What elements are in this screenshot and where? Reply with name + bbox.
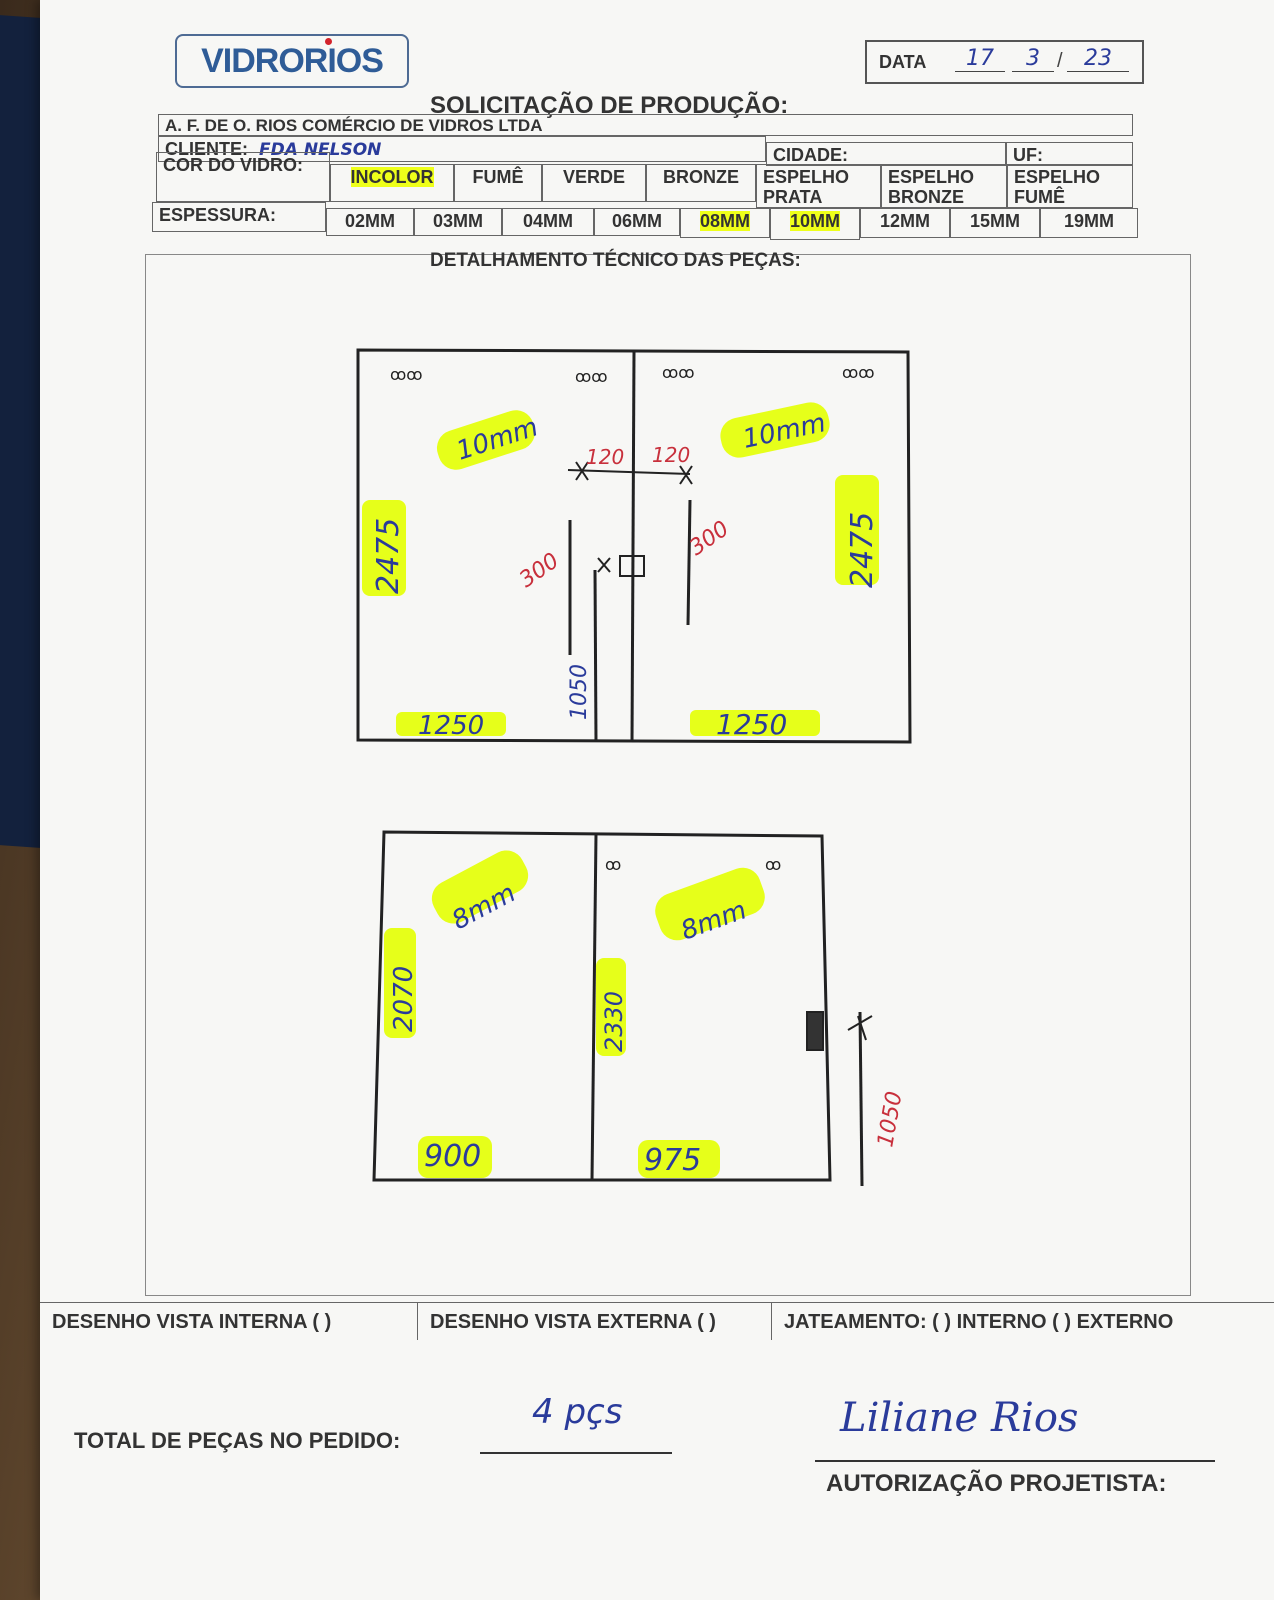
hinge-symbol: ꝏ xyxy=(605,855,621,874)
total-pieces-line xyxy=(480,1452,672,1454)
color-option-espelho-prata[interactable]: ESPELHO PRATA xyxy=(756,164,881,208)
thickness-option-08mm[interactable]: 08MM xyxy=(680,208,770,238)
top-right-thickness: 10mm xyxy=(740,408,828,455)
lock-box xyxy=(619,555,645,577)
option-text: INCOLOR xyxy=(350,167,434,187)
brand-logo: VIDRORIOS xyxy=(175,34,409,88)
thickness-option-02mm[interactable]: 02MM xyxy=(326,208,414,236)
technical-sketch: ꝏꝏ ꝏꝏ ꝏꝏ ꝏꝏ ꝏ ꝏ 10mm 10mm 2475 2475 1250… xyxy=(356,348,912,1187)
details-title: DETALHAMENTO TÉCNICO DAS PEÇAS: xyxy=(430,250,801,271)
top-right-width: 1250 xyxy=(716,708,787,741)
lock-dim-ticks xyxy=(847,1015,873,1041)
color-option-fume[interactable]: FUMÊ xyxy=(454,164,542,202)
client-value[interactable]: FDA NELSON xyxy=(259,140,382,160)
top-left-thickness: 10mm xyxy=(453,412,542,466)
hinge-symbol: ꝏꝏ xyxy=(390,365,423,384)
date-month[interactable]: 3 xyxy=(1012,46,1054,72)
hinge-symbol: ꝏꝏ xyxy=(842,363,875,382)
option-text: 08MM xyxy=(699,211,750,231)
date-day[interactable]: 17 xyxy=(955,46,1005,72)
sandblast-option[interactable]: JATEAMENTO: ( ) INTERNO ( ) EXTERNO xyxy=(772,1302,1274,1340)
color-option-espelho-bronze[interactable]: ESPELHO BRONZE xyxy=(881,164,1007,208)
top-right-height: 2475 xyxy=(845,512,880,588)
external-view-option[interactable]: DESENHO VISTA EXTERNA ( ) xyxy=(418,1302,772,1340)
highlight-mark xyxy=(638,1140,720,1178)
lock-box xyxy=(806,1011,824,1051)
city-field[interactable]: CIDADE: xyxy=(766,142,1006,166)
date-year[interactable]: 23 xyxy=(1067,46,1129,72)
authorization-label: AUTORIZAÇÃO PROJETISTA: xyxy=(826,1470,1167,1497)
color-label: COR DO VIDRO: xyxy=(156,152,330,202)
highlight-mark xyxy=(396,712,506,736)
highlight-mark xyxy=(384,928,416,1038)
color-option-bronze[interactable]: BRONZE xyxy=(646,164,756,202)
highlight-mark xyxy=(835,475,879,585)
top-right-handle-height: 300 xyxy=(685,516,734,561)
technical-details-area xyxy=(145,254,1191,1296)
bottom-right-width: 975 xyxy=(644,1143,701,1178)
top-left-handle-height: 300 xyxy=(515,548,564,593)
highlight-mark xyxy=(362,500,406,596)
signature-line xyxy=(815,1460,1215,1462)
thickness-option-03mm[interactable]: 03MM xyxy=(414,208,502,236)
bottom-left-height: 2070 xyxy=(389,966,419,1032)
order-form-sheet: VIDRORIOS DATA 17 3 / 23 SOLICITAÇÃO DE … xyxy=(40,0,1274,1600)
bottom-left-thickness: 8mm xyxy=(447,878,520,936)
color-option-espelho-fume[interactable]: ESPELHO FUMÊ xyxy=(1007,164,1133,208)
company-name: A. F. DE O. RIOS COMÉRCIO DE VIDROS LTDA xyxy=(158,114,1133,136)
highlight-mark xyxy=(596,958,626,1056)
top-handle-from-floor: 1050 xyxy=(567,664,592,720)
thickness-option-15mm[interactable]: 15MM xyxy=(950,208,1040,238)
client-row: CLIENTE: FDA NELSON xyxy=(158,136,766,162)
date-slash: / xyxy=(1057,50,1063,72)
top-left-height: 2475 xyxy=(371,518,406,594)
bottom-left-width: 900 xyxy=(424,1139,481,1174)
top-frame xyxy=(356,348,912,744)
thickness-option-06mm[interactable]: 06MM xyxy=(594,208,680,236)
dim-ticks xyxy=(575,461,693,573)
uf-label: UF: xyxy=(1013,145,1043,165)
city-label: CIDADE: xyxy=(773,145,848,165)
door-leaf-line xyxy=(593,569,598,743)
bottom-frame xyxy=(372,830,832,1182)
total-pieces-label: TOTAL DE PEÇAS NO PEDIDO: xyxy=(74,1428,401,1453)
bottom-right-thickness: 8mm xyxy=(677,895,750,946)
bottom-right-height: 2330 xyxy=(600,991,628,1052)
lock-dim-line xyxy=(858,1011,864,1187)
logo-dot-icon xyxy=(325,38,332,45)
date-box: DATA 17 3 / 23 xyxy=(865,40,1144,84)
internal-view-option[interactable]: DESENHO VISTA INTERNA ( ) xyxy=(40,1302,418,1340)
brand-name: VIDRORIOS xyxy=(201,42,384,80)
thickness-option-04mm[interactable]: 04MM xyxy=(502,208,594,236)
bottom-lock-height: 1050 xyxy=(873,1090,907,1149)
option-text: 10MM xyxy=(789,211,840,231)
thickness-label: ESPESSURA: xyxy=(152,202,326,232)
top-divider xyxy=(630,351,636,743)
date-label: DATA xyxy=(879,52,927,72)
highlight-mark xyxy=(418,1136,492,1178)
dim-line xyxy=(567,469,691,475)
highlight-mark xyxy=(690,710,820,736)
total-pieces-value[interactable]: 4 pçs xyxy=(532,1392,623,1432)
top-left-offset: 120 xyxy=(586,445,624,469)
thickness-option-19mm[interactable]: 19MM xyxy=(1040,208,1138,238)
thickness-option-12mm[interactable]: 12MM xyxy=(860,208,950,238)
hinge-symbol: ꝏ xyxy=(765,855,781,874)
top-left-width: 1250 xyxy=(418,711,484,741)
uf-field[interactable]: UF: xyxy=(1006,142,1133,166)
thickness-option-10mm[interactable]: 10MM xyxy=(770,208,860,240)
hinge-symbol: ꝏꝏ xyxy=(662,363,695,382)
client-label: CLIENTE: xyxy=(165,139,248,159)
signature: Liliane Rios xyxy=(840,1395,1079,1441)
color-option-verde[interactable]: VERDE xyxy=(542,164,646,202)
color-option-incolor[interactable]: INCOLOR xyxy=(330,164,454,202)
handle-right xyxy=(686,499,692,626)
top-right-offset: 120 xyxy=(652,443,690,467)
hinge-symbol: ꝏꝏ xyxy=(575,367,608,386)
bottom-divider xyxy=(590,833,598,1181)
